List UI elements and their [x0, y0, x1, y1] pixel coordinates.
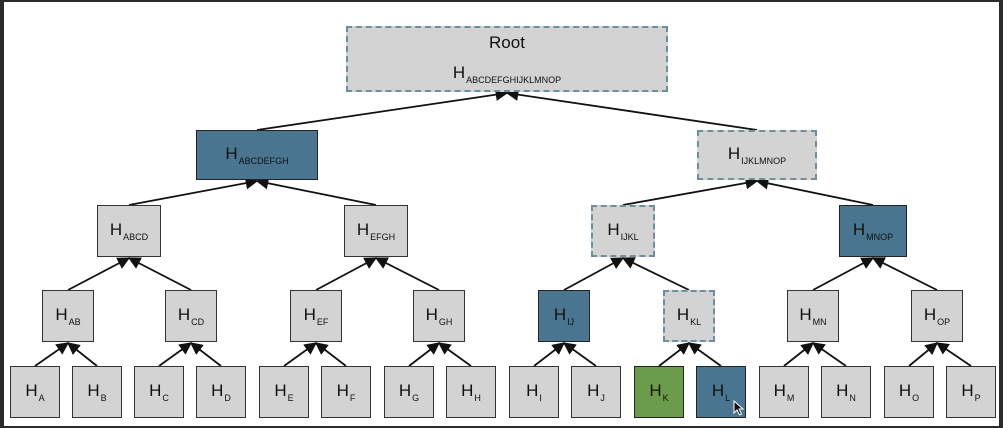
hash-node-o: HO [884, 366, 934, 418]
hash-node-efgh: HEFGH [344, 205, 408, 257]
mouse-pointer-icon [733, 400, 745, 416]
hash-node-mn: HMN [787, 290, 839, 342]
hash-node-n: HN [821, 366, 871, 418]
edge-f-to-ef [315, 342, 347, 367]
root-node: Root HABCDEFGHIJKLMNOP [346, 26, 668, 92]
edge-ab-to-abcd [67, 257, 131, 291]
hash-node-abcd: HABCD [97, 205, 161, 257]
edge-gh-to-efgh [374, 257, 440, 291]
hash-node-c: HC [134, 366, 184, 418]
edge-mn-to-mnop [812, 257, 875, 291]
hash-node-kl: HKL [663, 290, 715, 342]
edge-j-to-ij [562, 342, 597, 367]
hash-node-g: HG [384, 366, 434, 418]
hash-node-ab: HAB [42, 290, 94, 342]
edge-abcdefgh-to-root [256, 88, 509, 131]
edge-kl-to-ijkl [621, 257, 690, 291]
edge-abcd-to-abcdefgh [128, 176, 259, 206]
hash-node-op: HOP [911, 290, 963, 342]
edge-ij-to-ijkl [563, 257, 625, 291]
edge-g-to-gh [408, 342, 440, 367]
hash-node-a: HA [10, 366, 60, 418]
hash-node-l: HL [696, 366, 746, 418]
hash-node-k: HK [634, 366, 684, 418]
edge-efgh-to-abcdefgh [255, 177, 377, 206]
hash-node-p: HP [946, 366, 996, 418]
edge-cd-to-abcd [127, 257, 192, 291]
edge-ijklmnop-to-root [505, 88, 758, 131]
edge-i-to-ij [533, 342, 565, 367]
hash-node-i: HI [509, 366, 559, 418]
hash-node-mnop: HMNOP [839, 205, 907, 257]
hash-node-d: HD [196, 366, 246, 418]
root-hash: HABCDEFGHIJKLMNOP [452, 63, 562, 85]
edge-h-to-gh [437, 342, 472, 367]
edge-d-to-cd [190, 342, 222, 367]
edge-m-to-mn [783, 342, 814, 367]
edge-n-to-mn [811, 342, 847, 367]
edge-e-to-ef [283, 342, 318, 367]
edge-op-to-mnop [871, 257, 938, 291]
hash-node-cd: HCD [165, 290, 217, 342]
hash-node-j: HJ [571, 366, 621, 418]
hash-node-ijklmnop: HIJKLMNOP [697, 130, 817, 180]
edge-k-to-kl [658, 342, 690, 367]
hash-node-h: HH [446, 366, 496, 418]
edge-o-to-op [908, 342, 938, 367]
edge-p-to-op [935, 342, 972, 367]
hash-node-ij: HIJ [538, 290, 590, 342]
edge-ef-to-efgh [315, 257, 378, 291]
hash-node-m: HM [759, 366, 809, 418]
edge-b-to-ab [67, 342, 98, 367]
hash-node-gh: HGH [413, 290, 465, 342]
hash-node-abcdefgh: HABCDEFGH [196, 130, 318, 180]
edge-a-to-ab [34, 342, 70, 367]
hash-node-ef: HEF [290, 290, 342, 342]
hash-node-b: HB [72, 366, 122, 418]
hash-node-ijkl: HIJKL [591, 205, 655, 257]
edge-mnop-to-ijklmnop [755, 177, 874, 206]
edge-ijkl-to-ijklmnop [622, 176, 759, 206]
hash-node-f: HF [321, 366, 371, 418]
edge-c-to-cd [158, 342, 193, 367]
root-label: Root [489, 33, 525, 52]
hash-node-e: HE [259, 366, 309, 418]
edge-l-to-kl [687, 342, 722, 367]
